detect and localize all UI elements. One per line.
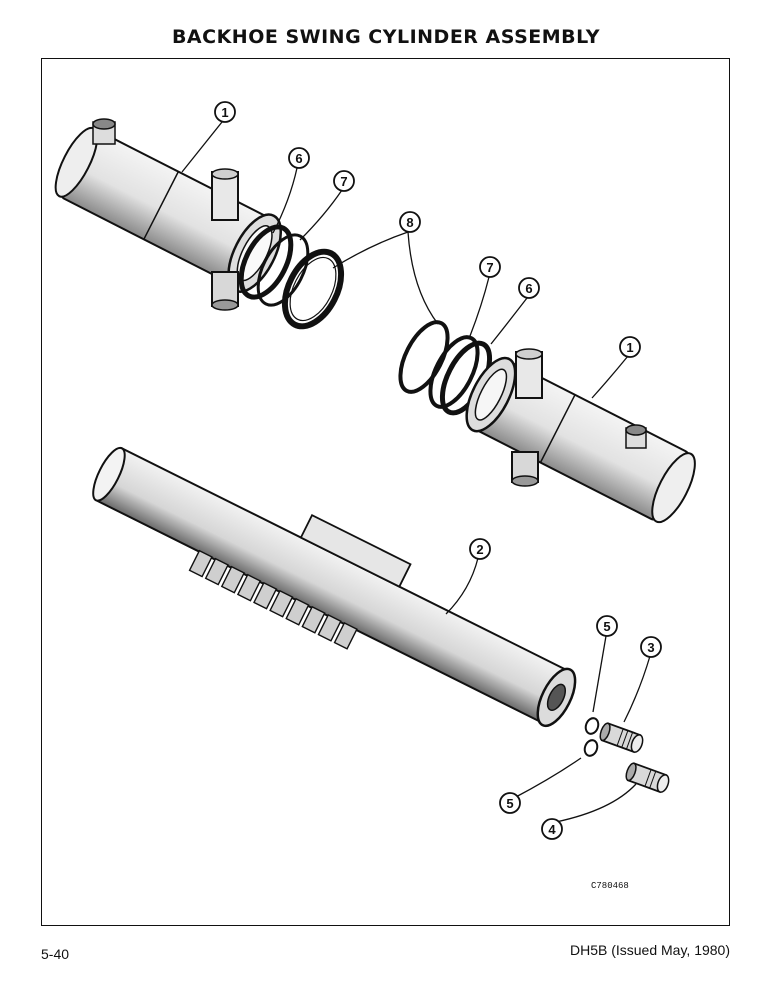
callout-5-upper: 5	[596, 615, 618, 637]
o-ring-5-lower	[583, 739, 599, 757]
fitting-3	[599, 722, 644, 754]
page-number: 5-40	[41, 946, 70, 962]
diagram-frame	[41, 58, 730, 926]
svg-text:7: 7	[486, 260, 493, 275]
svg-text:2: 2	[476, 542, 483, 557]
callout-5-lower: 5	[499, 792, 521, 814]
callout-6-lower: 6	[518, 277, 540, 299]
callout-1-lower: 1	[619, 336, 641, 358]
document-reference: DH5B (Issued May, 1980)	[569, 942, 730, 958]
seal-ring-6-upper	[238, 224, 294, 300]
svg-text:6: 6	[525, 281, 532, 296]
callout-7-lower: 7	[479, 256, 501, 278]
callout-2: 2	[469, 538, 491, 560]
callout-7-upper: 7	[333, 170, 355, 192]
callout-8: 8	[399, 211, 421, 233]
page-title: BACKHOE SWING CYLINDER ASSEMBLY	[171, 26, 601, 48]
svg-text:6: 6	[295, 151, 302, 166]
callout-3: 3	[640, 636, 662, 658]
callout-6-upper: 6	[288, 147, 310, 169]
o-ring-5-upper	[584, 717, 600, 735]
seal-ring-7-upper	[256, 233, 310, 307]
cylinder-barrel-upper	[54, 118, 282, 311]
svg-text:1: 1	[221, 105, 228, 120]
seal-ring-7-lower	[428, 335, 480, 409]
fitting-4	[625, 762, 670, 794]
piston-rod-rack	[92, 446, 577, 728]
svg-text:7: 7	[340, 174, 347, 189]
svg-text:3: 3	[647, 640, 654, 655]
drawing-code: C780468	[591, 881, 629, 891]
svg-text:4: 4	[548, 822, 556, 837]
callout-4: 4	[541, 818, 563, 840]
cylinder-barrel-lower	[465, 348, 696, 524]
callout-1-upper: 1	[214, 101, 236, 123]
svg-text:5: 5	[506, 796, 513, 811]
svg-text:1: 1	[626, 340, 633, 355]
svg-text:8: 8	[406, 215, 413, 230]
o-ring-8-upper	[281, 248, 345, 330]
o-ring-8-lower	[398, 320, 450, 394]
leader-lines	[181, 121, 651, 823]
svg-text:5: 5	[603, 619, 610, 634]
